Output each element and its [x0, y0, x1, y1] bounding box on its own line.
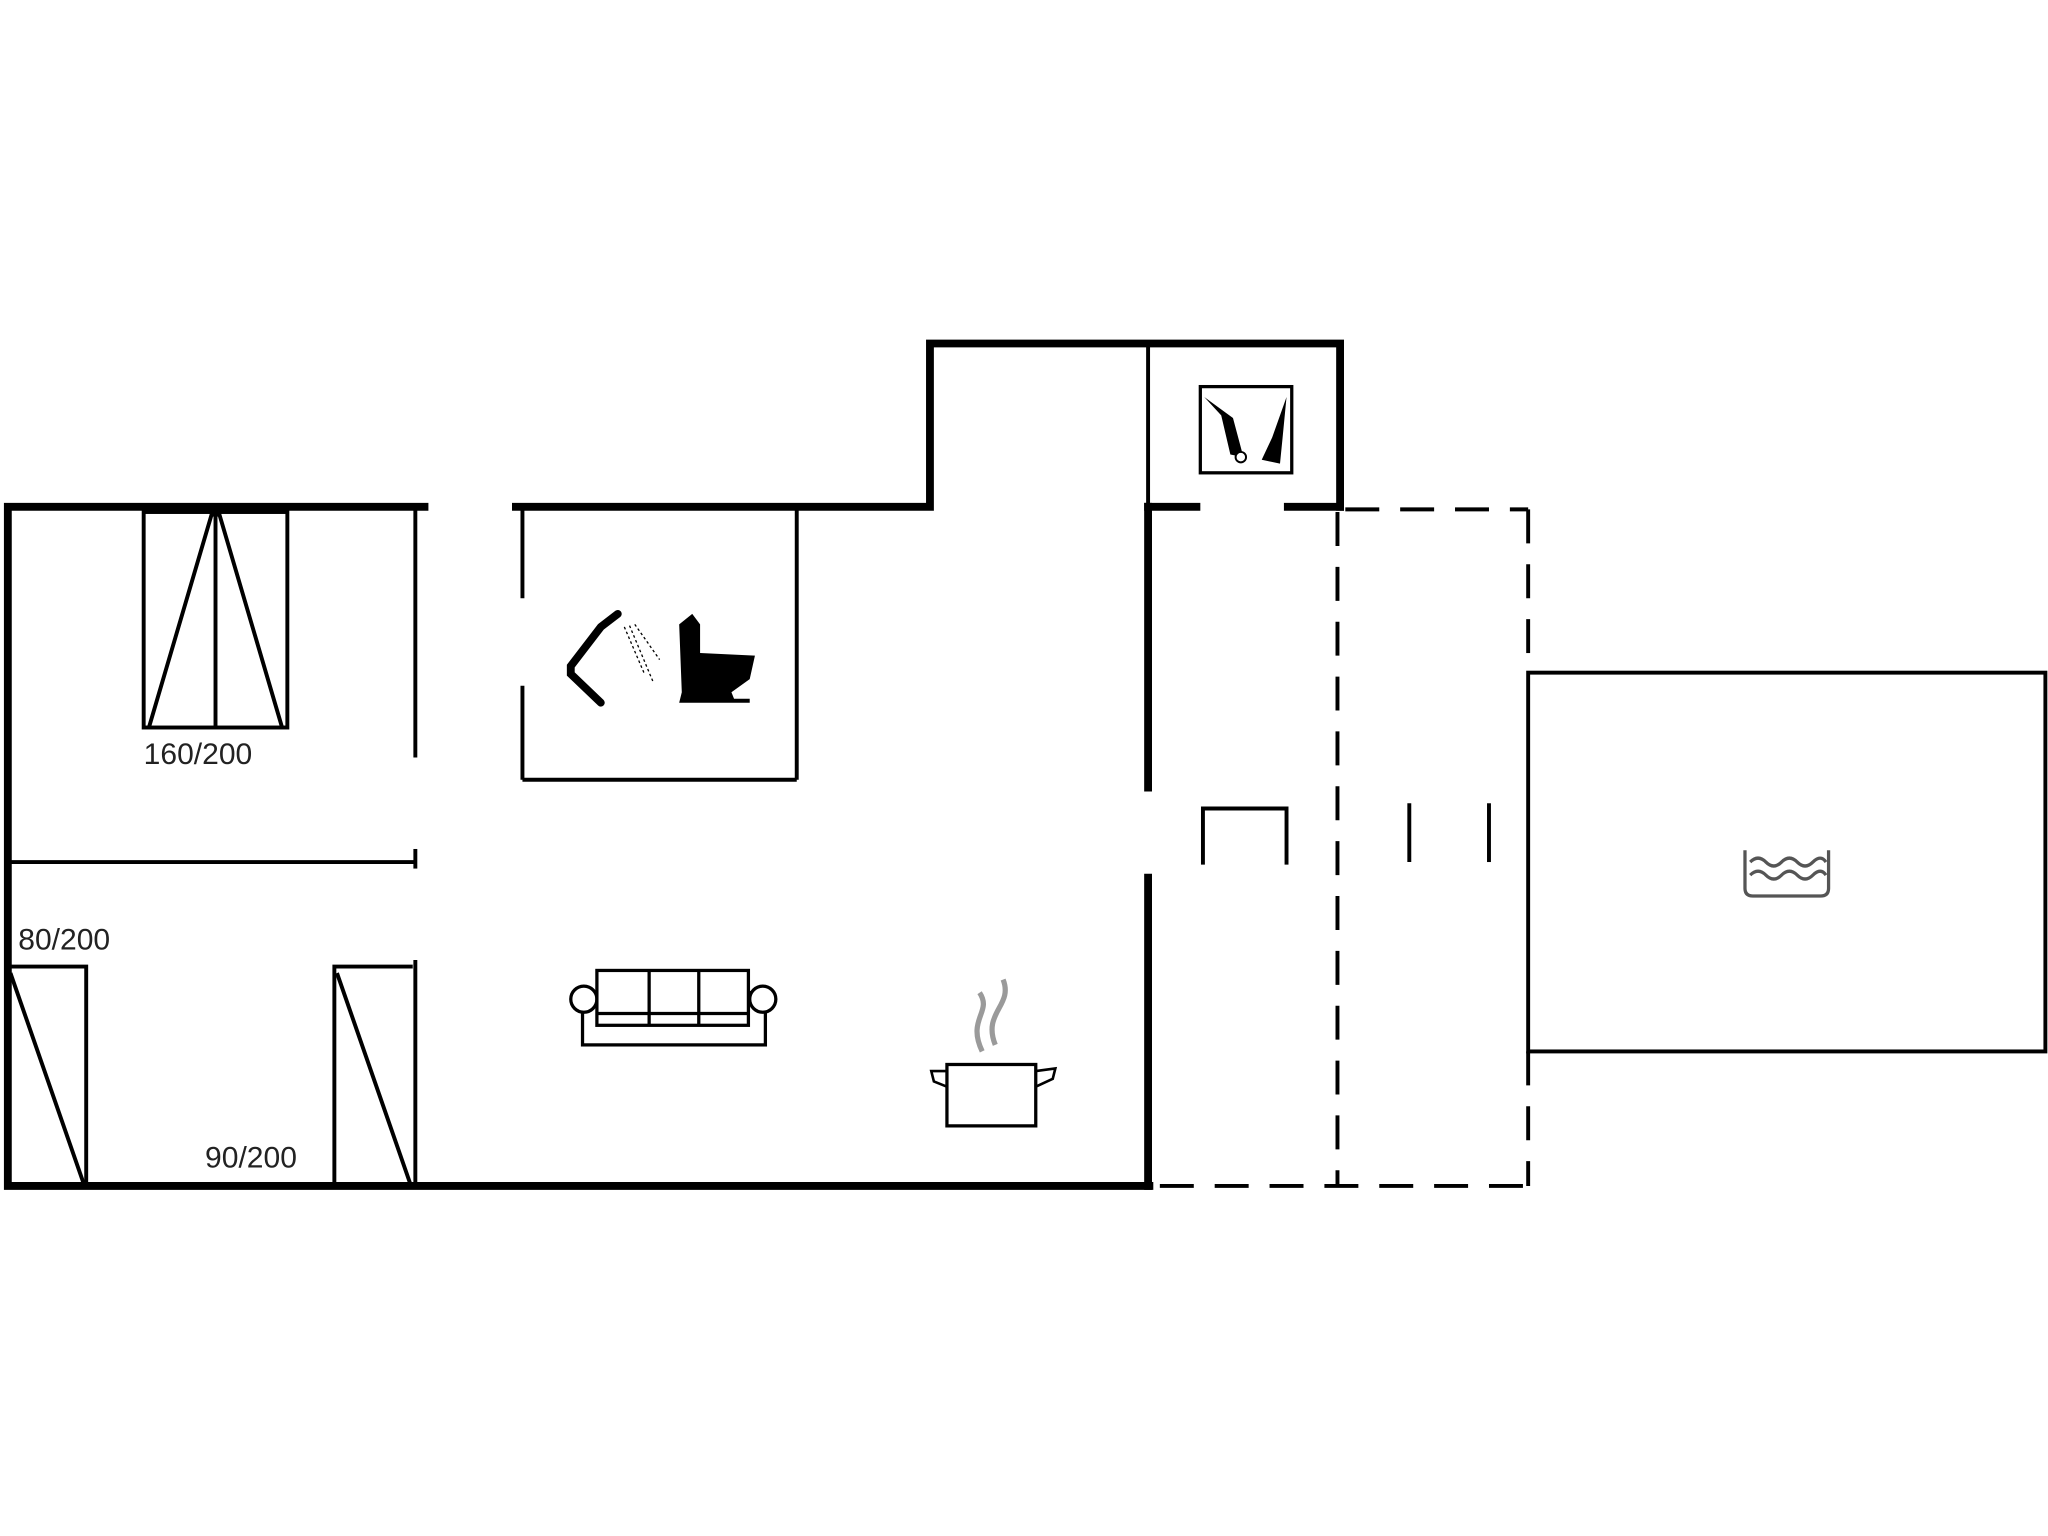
bed-label-double: 160/200: [144, 738, 253, 771]
pool-area: [1526, 670, 2048, 1054]
bed-label-single-80: 80/200: [18, 924, 110, 957]
terrace-outline: [1159, 507, 1531, 1188]
single-bed-right: [332, 964, 413, 1186]
sofa-icon: [569, 968, 778, 1047]
single-bed-left: [8, 964, 89, 1186]
interior-walls: [7, 343, 1491, 1186]
cooking-pot-icon: [929, 978, 1058, 1128]
cleaning-tools-icon: [1198, 384, 1294, 475]
toilet-icon: [679, 613, 755, 703]
exterior-walls: [3, 339, 1344, 1190]
shower-icon: [566, 609, 661, 707]
double-bed: [141, 510, 290, 730]
bed-label-single-90: 90/200: [205, 1142, 297, 1175]
pool-icon: [1743, 850, 1831, 898]
